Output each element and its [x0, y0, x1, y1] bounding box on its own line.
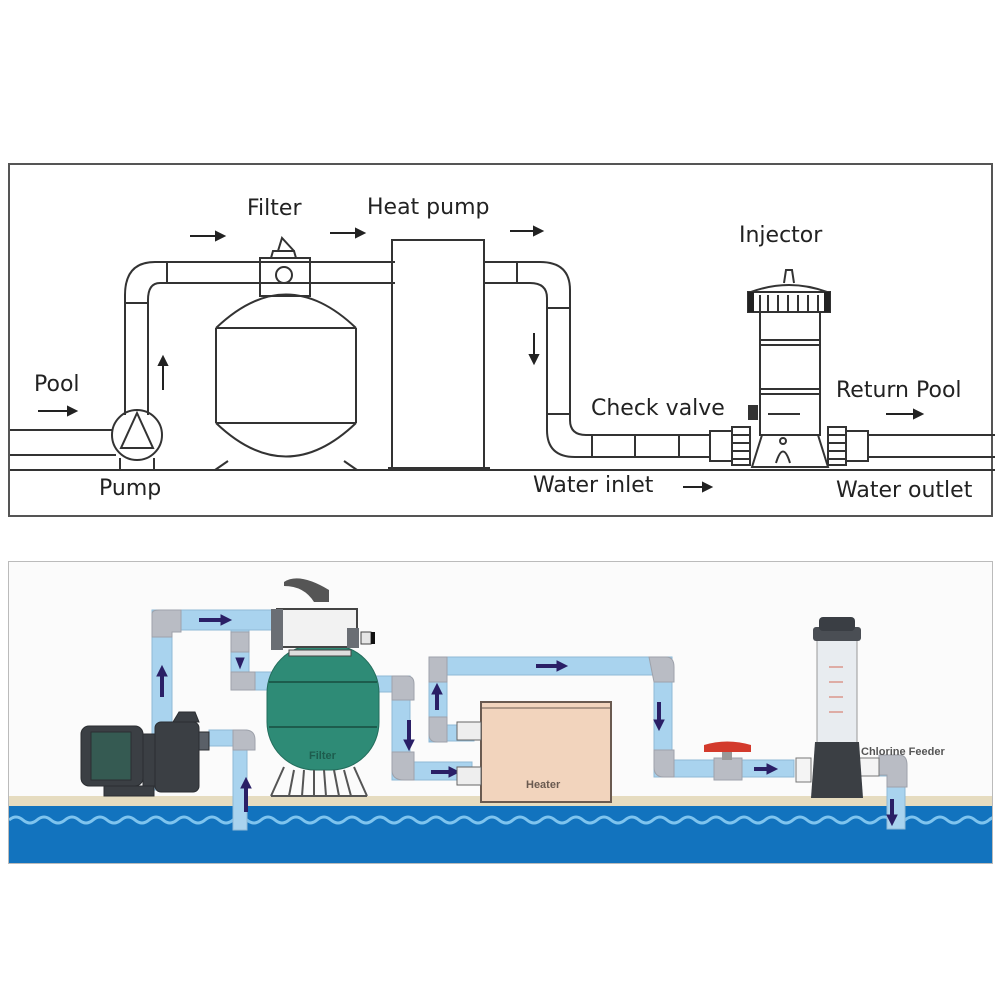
arrow-down-icon [653, 702, 665, 732]
arrow-down-icon [886, 799, 898, 827]
arrow-right-icon [330, 227, 367, 239]
ball-valve [704, 741, 751, 760]
arrow-right-icon [38, 405, 79, 417]
line-diagram-svg [10, 225, 995, 493]
injector-valve-knob [748, 405, 758, 420]
arrow-down-icon [403, 720, 415, 752]
arrow-right-icon [683, 481, 714, 493]
water-wave [9, 815, 992, 825]
label-pump: Pump [99, 476, 162, 501]
return-pipe-inner [484, 282, 710, 458]
riser-inner [147, 282, 395, 415]
color-diagram-svg [9, 578, 992, 863]
arrow-up-icon [240, 776, 252, 812]
sand-filter [266, 578, 380, 797]
arrow-up-icon [157, 354, 169, 390]
label-heat-pump: Heat pump [367, 195, 490, 220]
injector-cap-grip-right [824, 292, 830, 312]
chlorine-feeder [795, 617, 880, 798]
label-heater: Heater [526, 779, 561, 791]
label-chlorine-feeder: Chlorine Feeder [861, 746, 945, 758]
arrow-right-icon [886, 408, 925, 420]
label-water-outlet: Water outlet [836, 478, 973, 503]
pool-water [9, 806, 992, 863]
pump-symbol [111, 409, 163, 470]
pool-pump [80, 711, 210, 797]
heat-pump-box [388, 239, 490, 469]
arrow-right-icon [536, 660, 569, 672]
arrow-up-icon [156, 664, 168, 697]
line-diagram-panel: Pool Pump Filter Heat pump Injector Chec… [8, 163, 995, 517]
arrow-down-icon [235, 657, 245, 670]
label-injector: Injector [739, 223, 823, 248]
label-filter: Filter [309, 750, 336, 762]
label-pool: Pool [34, 372, 80, 397]
pipe-elbows [151, 609, 908, 788]
label-check-valve: Check valve [591, 396, 725, 421]
filter-tank [214, 236, 358, 471]
injector-cap-grip-left [748, 292, 754, 312]
arrow-up-icon [431, 682, 443, 710]
label-return-pool: Return Pool [836, 378, 962, 403]
riser-outer [124, 261, 395, 415]
arrow-right-icon [199, 614, 233, 626]
heater-unit [456, 701, 612, 803]
color-diagram-panel: Filter Heater Chlorine Feeder [8, 561, 993, 864]
arrow-right-icon [510, 225, 545, 237]
arrow-right-icon [431, 766, 461, 778]
arrow-right-icon [190, 230, 227, 242]
arrow-right-icon [754, 763, 779, 775]
label-filter: Filter [247, 196, 302, 221]
label-water-inlet: Water inlet [533, 473, 654, 498]
arrow-down-icon [528, 333, 540, 366]
return-pipe-outer [484, 261, 710, 436]
